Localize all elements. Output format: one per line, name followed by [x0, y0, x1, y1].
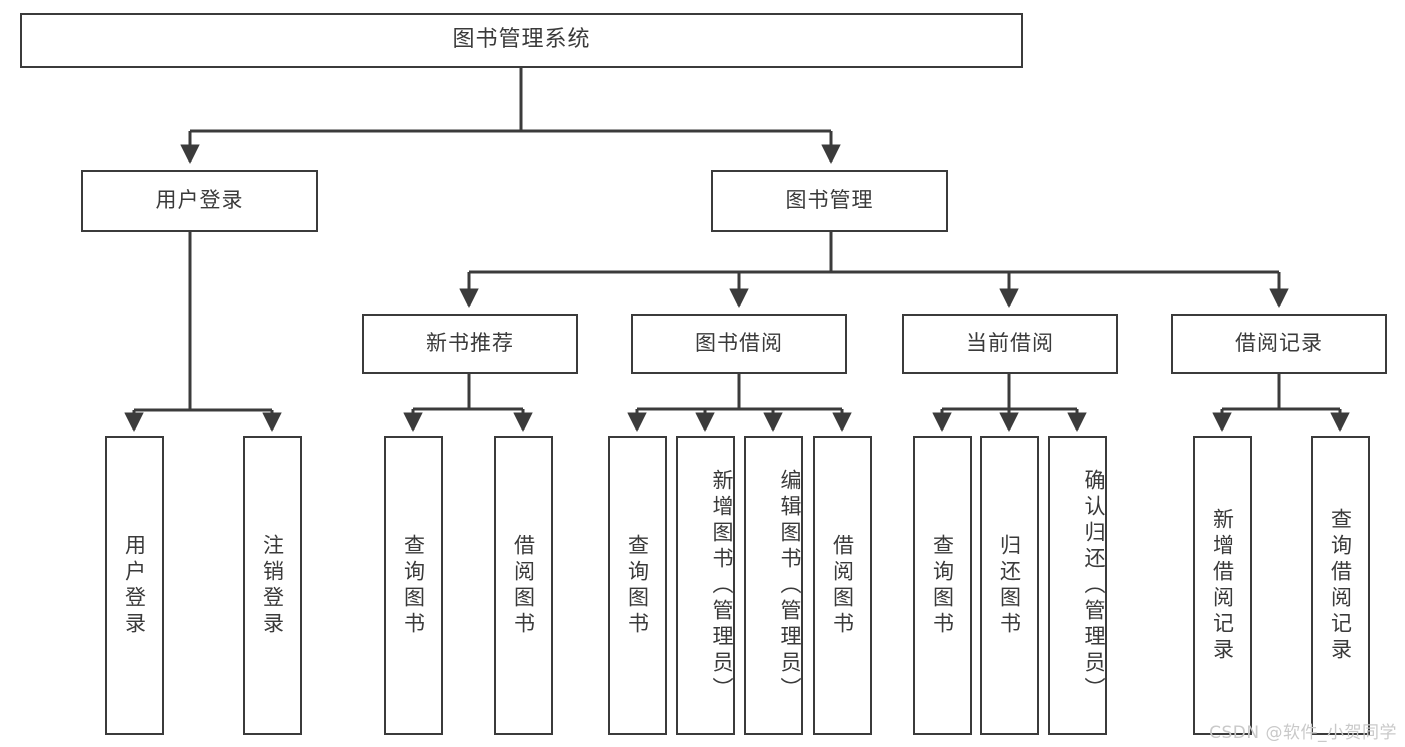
node-label: 当前借阅: [966, 331, 1054, 356]
node-label: 图书管理: [785, 188, 874, 213]
node-label: 图书借阅: [695, 331, 783, 356]
leaf-query-borrow-record[interactable]: 查询借阅记录: [1311, 436, 1370, 735]
node-label: 新增借阅记录: [1210, 507, 1235, 664]
leaf-query-book-borrowing[interactable]: 查询图书: [608, 436, 667, 735]
node-label: 图书管理系统: [452, 27, 591, 53]
node-label: 编辑图书（管理员）: [778, 468, 802, 703]
node-borrowing-records[interactable]: 借阅记录: [1171, 314, 1387, 374]
node-book-management[interactable]: 图书管理: [711, 170, 948, 232]
node-label: 注销登录: [260, 533, 285, 638]
leaf-query-book-recommendation[interactable]: 查询图书: [384, 436, 443, 735]
leaf-query-book-current[interactable]: 查询图书: [913, 436, 972, 735]
node-label: 查询图书: [625, 533, 650, 638]
leaf-add-borrow-record[interactable]: 新增借阅记录: [1193, 436, 1252, 735]
node-label: 新书推荐: [426, 331, 514, 356]
leaf-user-login[interactable]: 用户登录: [105, 436, 164, 735]
node-new-book-recommendation[interactable]: 新书推荐: [362, 314, 578, 374]
node-label: 查询借阅记录: [1328, 507, 1353, 664]
node-label: 新增图书（管理员）: [710, 468, 734, 703]
node-label: 查询图书: [401, 533, 426, 638]
node-label: 确认归还（管理员）: [1082, 468, 1106, 703]
node-label: 归还图书: [997, 533, 1022, 638]
node-user-login[interactable]: 用户登录: [81, 170, 318, 232]
node-root-book-management-system[interactable]: 图书管理系统: [20, 13, 1023, 68]
leaf-logout[interactable]: 注销登录: [243, 436, 302, 735]
node-label: 借阅记录: [1235, 331, 1323, 356]
node-current-borrowing[interactable]: 当前借阅: [902, 314, 1118, 374]
leaf-return-book[interactable]: 归还图书: [980, 436, 1039, 735]
node-label: 借阅图书: [830, 533, 855, 638]
leaf-borrow-book-borrowing[interactable]: 借阅图书: [813, 436, 872, 735]
leaf-borrow-book-recommendation[interactable]: 借阅图书: [494, 436, 553, 735]
node-label: 借阅图书: [511, 533, 536, 638]
leaf-edit-book-admin[interactable]: 编辑图书（管理员）: [744, 436, 803, 735]
node-label: 查询图书: [930, 533, 955, 638]
leaf-confirm-return-admin[interactable]: 确认归还（管理员）: [1048, 436, 1107, 735]
node-label: 用户登录: [155, 188, 244, 213]
node-book-borrowing[interactable]: 图书借阅: [631, 314, 847, 374]
watermark-credit: CSDN @软件_小贺同学: [1209, 723, 1397, 743]
node-label: 用户登录: [122, 533, 147, 638]
leaf-add-book-admin[interactable]: 新增图书（管理员）: [676, 436, 735, 735]
